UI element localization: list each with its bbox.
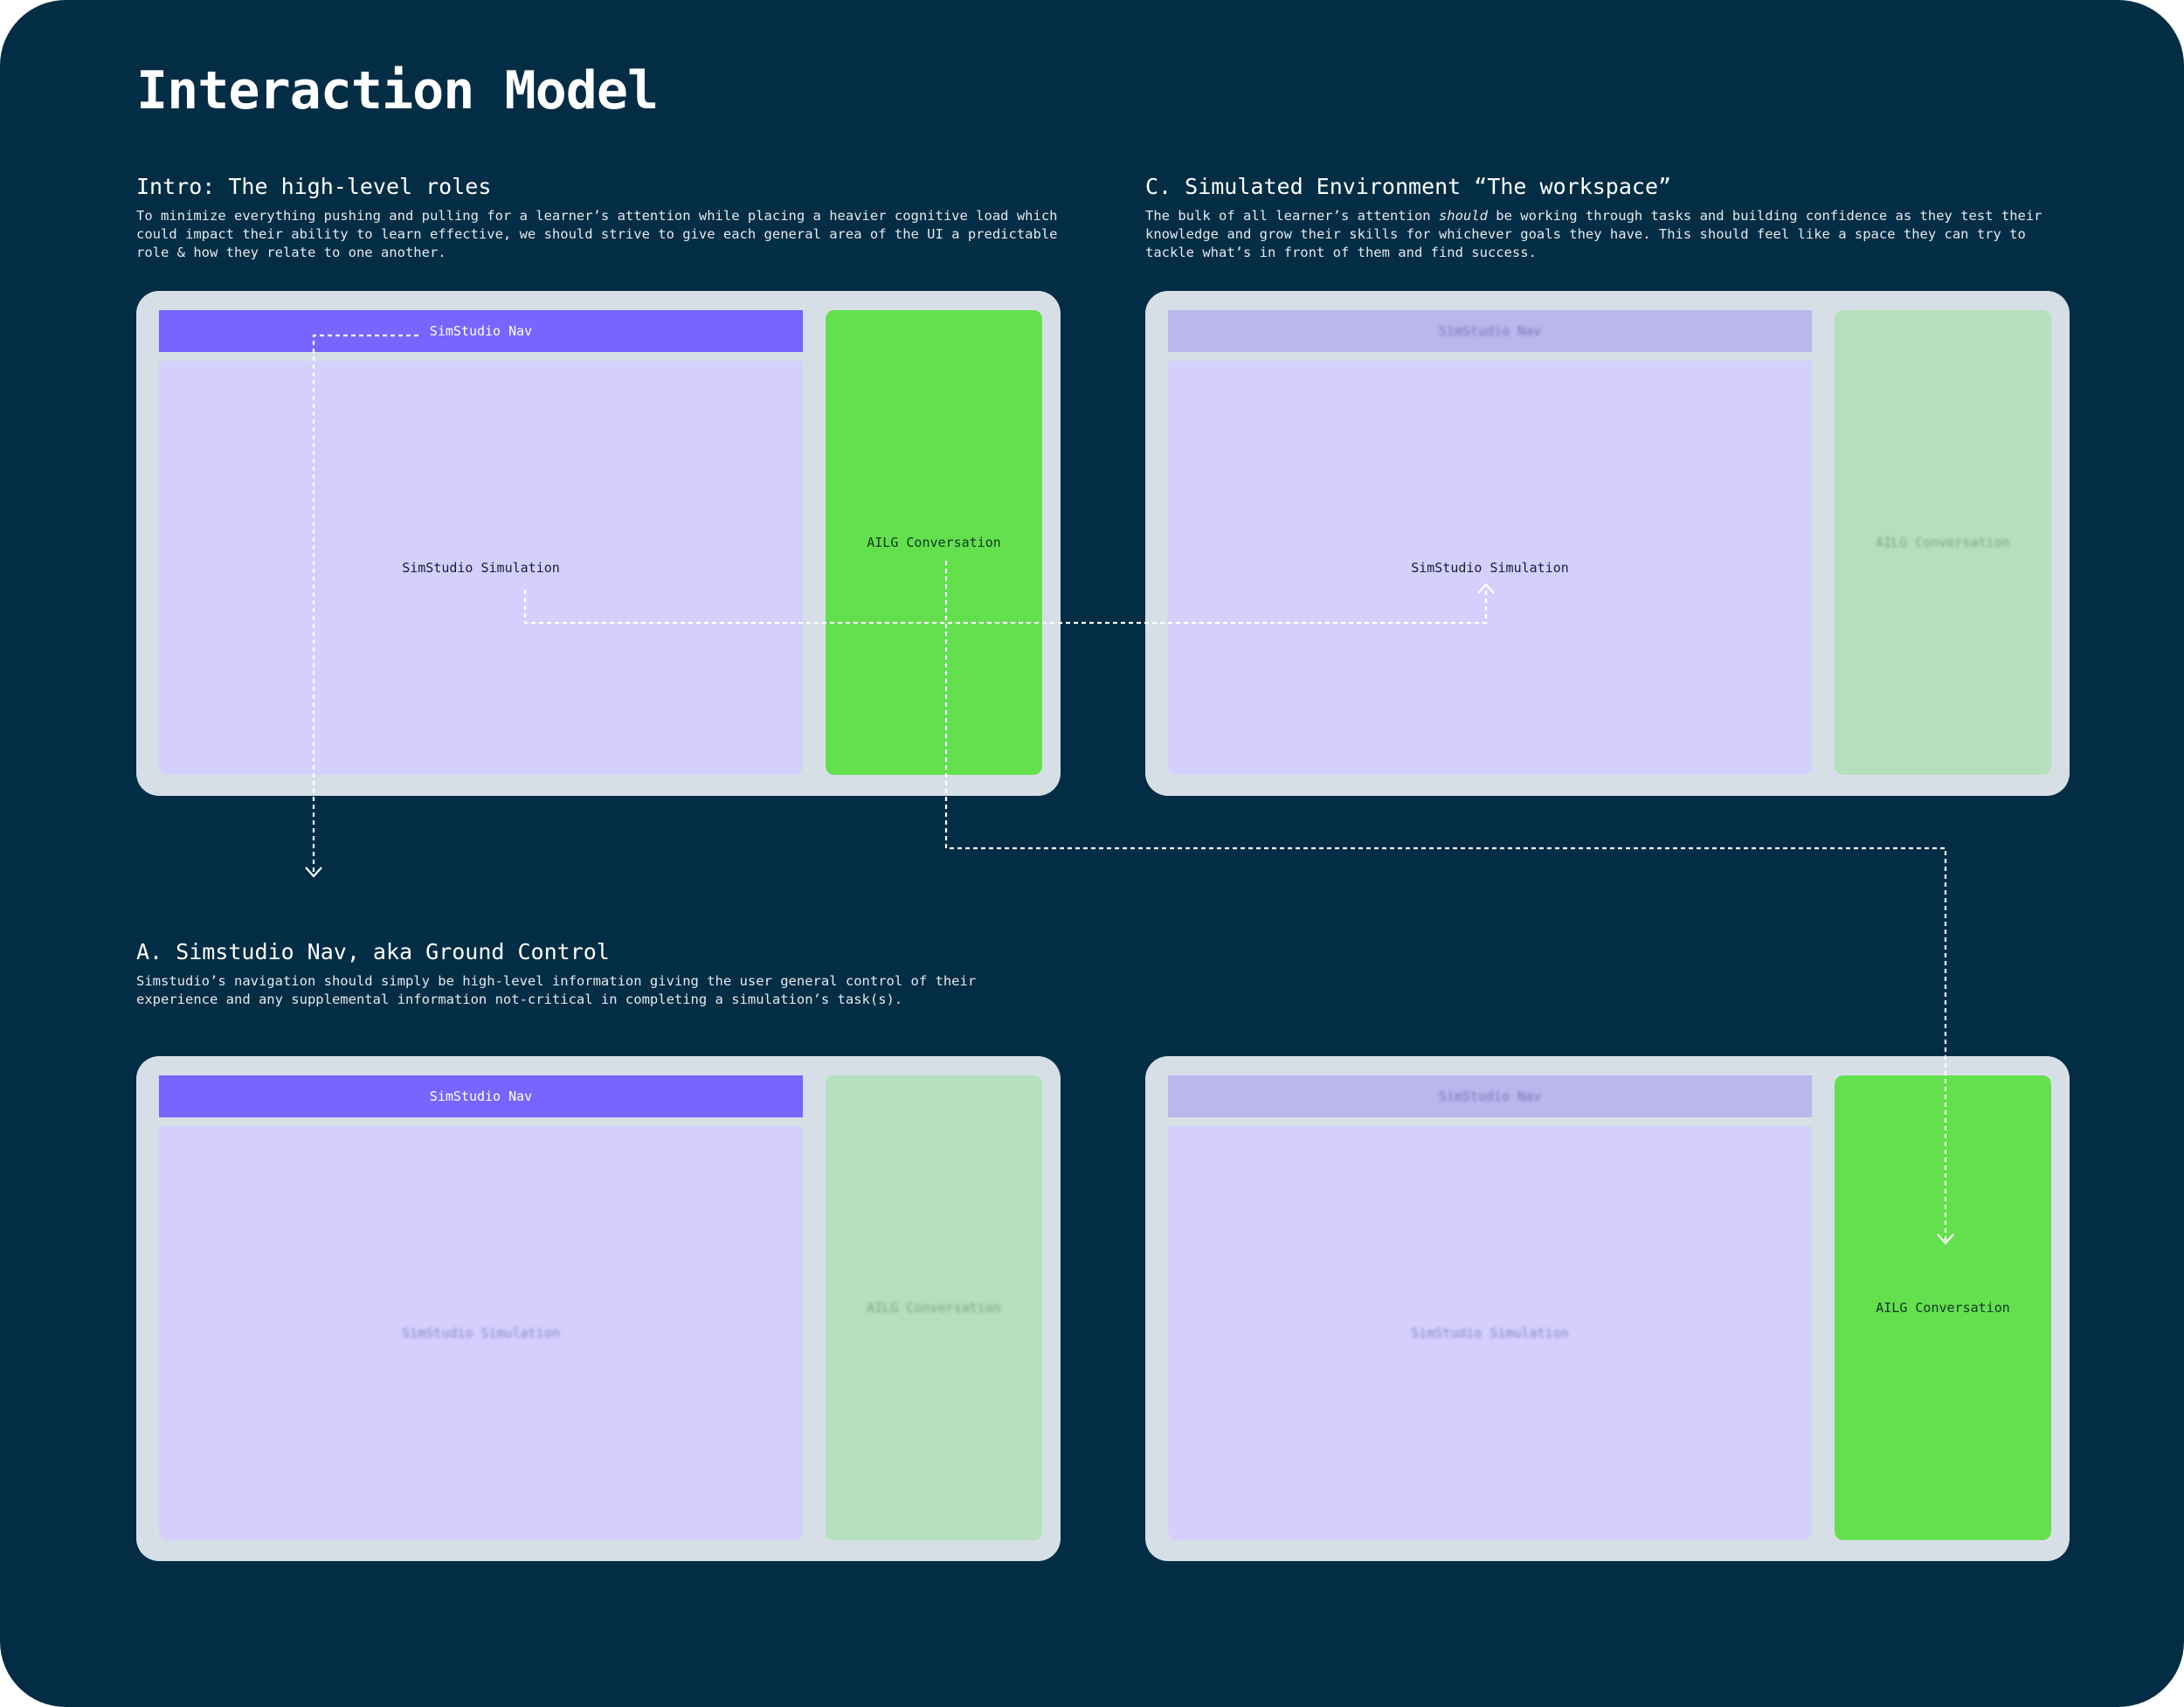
conversation-label: AILG Conversation <box>1876 535 2010 550</box>
connector-simulation <box>523 589 1488 625</box>
diagram-nav: SimStudio Nav SimStudio Simulation AILG … <box>136 1056 1061 1561</box>
arrowhead-down-icon <box>305 867 322 878</box>
simulation-label: SimStudio Simulation <box>402 1325 560 1341</box>
workspace-description-end: be working through tasks and building co… <box>1145 208 2042 260</box>
nav-bar-label: SimStudio Nav <box>1438 323 1542 339</box>
workspace-heading: C. Simulated Environment “The workspace” <box>1145 174 1672 199</box>
nav-bar-label: SimStudio Nav <box>429 1088 533 1104</box>
workspace-description-emphasis: should <box>1438 208 1488 224</box>
nav-bar-region: SimStudio Nav <box>1168 1075 1812 1117</box>
simulation-region: SimStudio Simulation <box>159 361 803 775</box>
conversation-label: AILG Conversation <box>1876 1300 2010 1316</box>
conversation-panel: AILG Conversation <box>1835 310 2051 775</box>
nav-bar-label: SimStudio Nav <box>429 323 533 339</box>
workspace-description-start: The bulk of all learner’s attention <box>1145 208 1439 224</box>
intro-description: To minimize everything pushing and pulli… <box>136 208 1058 260</box>
diagram-conversation: SimStudio Nav SimStudio Simulation AILG … <box>1145 1056 2070 1561</box>
arrowhead-up-icon <box>1477 583 1495 594</box>
simulation-label: SimStudio Simulation <box>1411 560 1569 576</box>
nav-bar-label: SimStudio Nav <box>1438 1088 1542 1104</box>
workspace-description: The bulk of all learner’s attention shou… <box>1145 207 2071 262</box>
simulation-region: SimStudio Simulation <box>1168 361 1812 775</box>
nav-bar-region: SimStudio Nav <box>1168 310 1812 352</box>
intro-heading: Intro: The high-level roles <box>136 174 492 199</box>
nav-bar-region: SimStudio Nav <box>159 1075 803 1117</box>
connector-nav <box>312 334 418 874</box>
diagram-intro: SimStudio Nav SimStudio Simulation AILG … <box>136 291 1061 796</box>
conversation-panel: AILG Conversation <box>826 1075 1042 1540</box>
simulation-region: SimStudio Simulation <box>159 1126 803 1540</box>
conversation-label: AILG Conversation <box>867 535 1001 550</box>
simulation-region: SimStudio Simulation <box>1168 1126 1812 1540</box>
conversation-label: AILG Conversation <box>867 1300 1001 1316</box>
arrowhead-down-icon <box>1937 1234 1954 1245</box>
simulation-label: SimStudio Simulation <box>1411 1325 1569 1341</box>
page-title: Interaction Model <box>136 60 659 121</box>
nav-bar-region: SimStudio Nav <box>159 310 803 352</box>
nav-description: Simstudio’s navigation should simply be … <box>136 973 977 1007</box>
diagram-workspace: SimStudio Nav SimStudio Simulation AILG … <box>1145 291 2070 796</box>
nav-heading: A. Simstudio Nav, aka Ground Control <box>136 939 610 964</box>
conversation-panel: AILG Conversation <box>1835 1075 2051 1540</box>
simulation-label: SimStudio Simulation <box>402 560 560 576</box>
connector-conversation <box>944 561 1947 1241</box>
conversation-panel: AILG Conversation <box>826 310 1042 775</box>
